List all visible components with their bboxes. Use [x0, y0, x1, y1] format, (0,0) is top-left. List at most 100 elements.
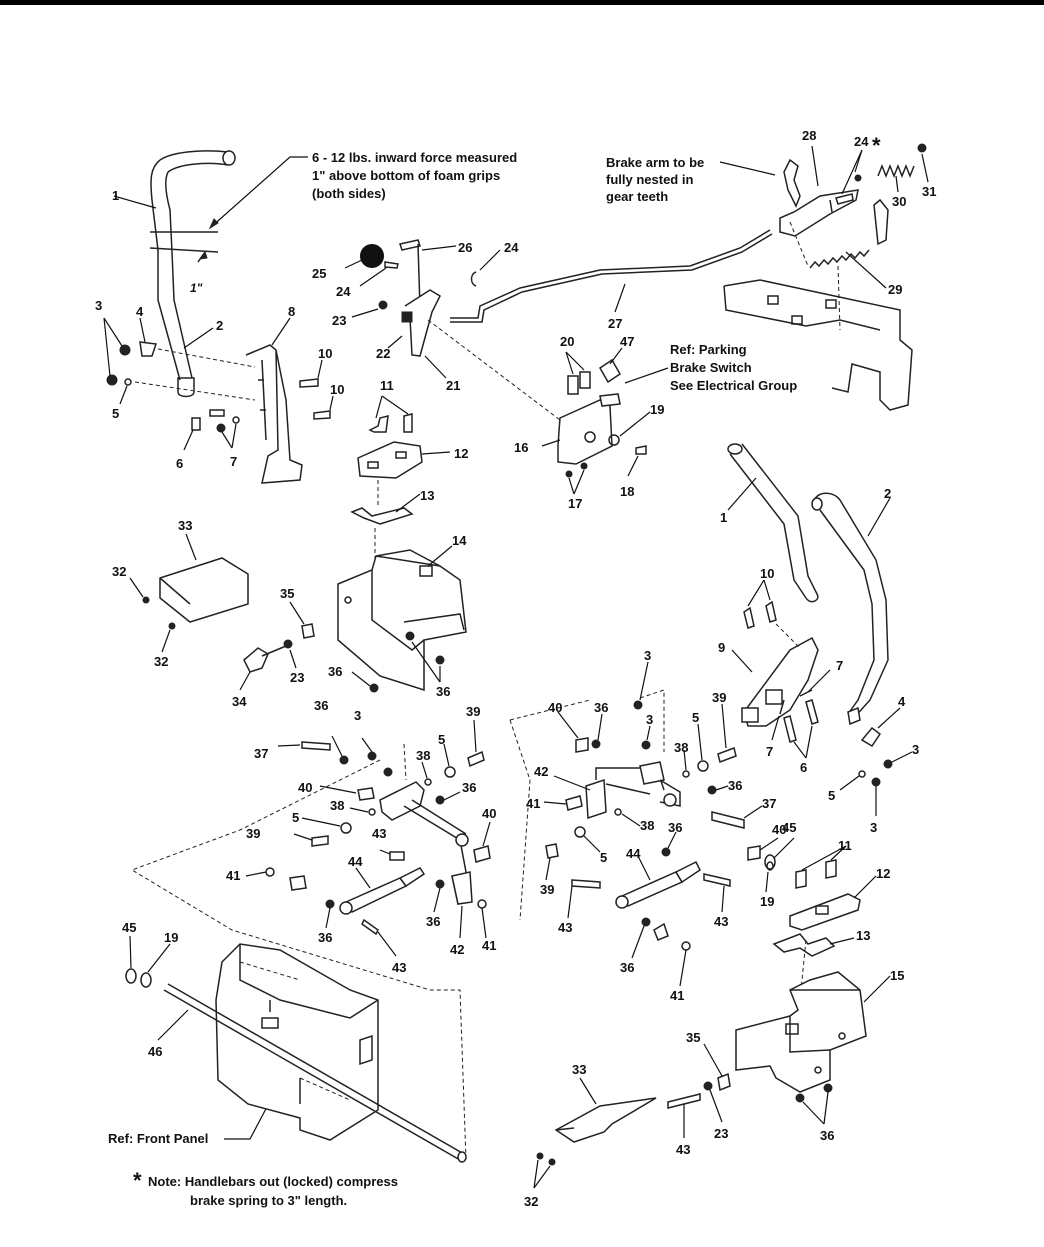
svg-text:(both sides): (both sides): [312, 186, 386, 201]
force-note-line-1: 6 - 12 lbs. inward force measured: [312, 150, 517, 165]
callout-c3e: 3: [644, 648, 651, 663]
right-lower-assembly: [509, 661, 795, 987]
callout-c10a: 10: [318, 346, 332, 361]
callout-c38d: 38: [640, 818, 654, 833]
callout-c9: 9: [718, 640, 725, 655]
brake-arm-note-line-1: Brake arm to be: [606, 155, 704, 170]
brake-arm-note-line-2: fully nested in: [606, 172, 693, 187]
callout-c40c: 40: [548, 700, 562, 715]
bottom-note-line-2: brake spring to 3" length.: [190, 1193, 347, 1208]
callout-c8: 8: [288, 304, 295, 319]
callout-c32a: 32: [112, 564, 126, 579]
callout-c39d: 39: [540, 882, 554, 897]
brake-arm-assembly: [723, 143, 929, 411]
callout-c4a: 4: [136, 304, 144, 319]
callout-c6a: 6: [176, 456, 183, 471]
callout-c24c: 24: [854, 134, 869, 149]
callout-c32c: 32: [524, 1194, 538, 1209]
parking-brake-ref-line-3: See Electrical Group: [670, 378, 797, 393]
callout-c17: 17: [568, 496, 582, 511]
front-panel-ref: Ref: Front Panel: [108, 1104, 269, 1146]
front-panel-assembly: [125, 935, 467, 1163]
callout-c44a: 44: [348, 854, 363, 869]
callout-c36a: 36: [328, 664, 342, 679]
callout-c19b: 19: [164, 930, 178, 945]
callout-c3d: 3: [870, 820, 877, 835]
callout-c35b: 35: [686, 1030, 700, 1045]
callout-c5c: 5: [292, 810, 299, 825]
callout-c35a: 35: [280, 586, 294, 601]
right-cover-plate: [533, 1043, 731, 1189]
callout-c42a: 42: [450, 942, 464, 957]
svg-text:6 - 12 lbs. inward force measu: 6 - 12 lbs. inward force measured: [312, 150, 517, 165]
callout-c37b: 37: [762, 796, 776, 811]
callout-c7a: 7: [230, 454, 237, 469]
callout-c23b: 23: [290, 670, 304, 685]
callout-c44b: 44: [626, 846, 641, 861]
callout-c12b: 12: [876, 866, 890, 881]
callout-c7b: 7: [836, 658, 843, 673]
front-panel-ref-label: Ref: Front Panel: [108, 1131, 208, 1146]
callout-c36c: 36: [314, 698, 328, 713]
callout-c38b: 38: [330, 798, 344, 813]
callout-c39a: 39: [466, 704, 480, 719]
callout-c5f: 5: [600, 850, 607, 865]
callout-c43c: 43: [558, 920, 572, 935]
callout-c34: 34: [232, 694, 247, 709]
callout-c36e: 36: [318, 930, 332, 945]
svg-text:1" above bottom of foam grips: 1" above bottom of foam grips: [312, 168, 500, 183]
bottom-note-line-1: Note: Handlebars out (locked) compress: [148, 1174, 398, 1189]
callout-c32b: 32: [154, 654, 168, 669]
callout-c4b: 4: [898, 694, 906, 709]
callout-c5e: 5: [692, 710, 699, 725]
callout-c36k: 36: [820, 1128, 834, 1143]
force-note-line-3: (both sides): [312, 186, 386, 201]
callout-c36f: 36: [426, 914, 440, 929]
callout-c3a: 3: [95, 298, 102, 313]
callout-c38c: 38: [674, 740, 688, 755]
callout-c43b: 43: [392, 960, 406, 975]
callout-c20: 20: [560, 334, 574, 349]
callout-c36g: 36: [594, 700, 608, 715]
callout-c1a: 1: [112, 188, 119, 203]
callout-c40d: 40: [772, 822, 786, 837]
callout-c27: 27: [608, 316, 622, 331]
callout-c19c: 19: [760, 894, 774, 909]
handlebar-right-assembly: [727, 443, 913, 816]
callout-c5d: 5: [828, 788, 835, 803]
callout-c36j: 36: [620, 960, 634, 975]
callout-c33b: 33: [572, 1062, 586, 1077]
right-control-box: [735, 845, 891, 1125]
callout-c1b: 1: [720, 510, 727, 525]
force-note-line-2: 1" above bottom of foam grips: [312, 168, 500, 183]
callout-c24b: 24: [504, 240, 519, 255]
callout-c43d: 43: [714, 914, 728, 929]
callout-c41a: 41: [226, 868, 240, 883]
left-control-box: [337, 395, 467, 693]
callout-c36d: 36: [462, 780, 476, 795]
callout-c36i: 36: [668, 820, 682, 835]
spring-star-marker: *: [872, 133, 881, 158]
callout-c12a: 12: [454, 446, 468, 461]
callout-c38a: 38: [416, 748, 430, 763]
callout-c36b: 36: [436, 684, 450, 699]
svg-text:Brake Switch: Brake Switch: [670, 360, 752, 375]
callout-c10c: 10: [760, 566, 774, 581]
callout-c11a: 11: [380, 378, 394, 393]
callout-c16: 16: [514, 440, 528, 455]
callout-c3c: 3: [912, 742, 919, 757]
callout-c41d: 41: [670, 988, 684, 1003]
bottom-note-star: *: [133, 1168, 142, 1193]
left-cover-plate: [129, 533, 315, 691]
callout-c23c: 23: [714, 1126, 728, 1141]
brake-arm-note-line-3: gear teeth: [606, 189, 668, 204]
callout-c2a: 2: [216, 318, 223, 333]
left-lower-assembly: [130, 719, 491, 1161]
top-rule: [0, 0, 1044, 5]
callout-c7c: 7: [766, 744, 773, 759]
callout-c21: 21: [446, 378, 460, 393]
parking-brake-ref-line-2: Brake Switch: [670, 360, 752, 375]
callout-c13b: 13: [856, 928, 870, 943]
parking-brake-ref: Ref: Parking Brake Switch See Electrical…: [624, 342, 797, 393]
